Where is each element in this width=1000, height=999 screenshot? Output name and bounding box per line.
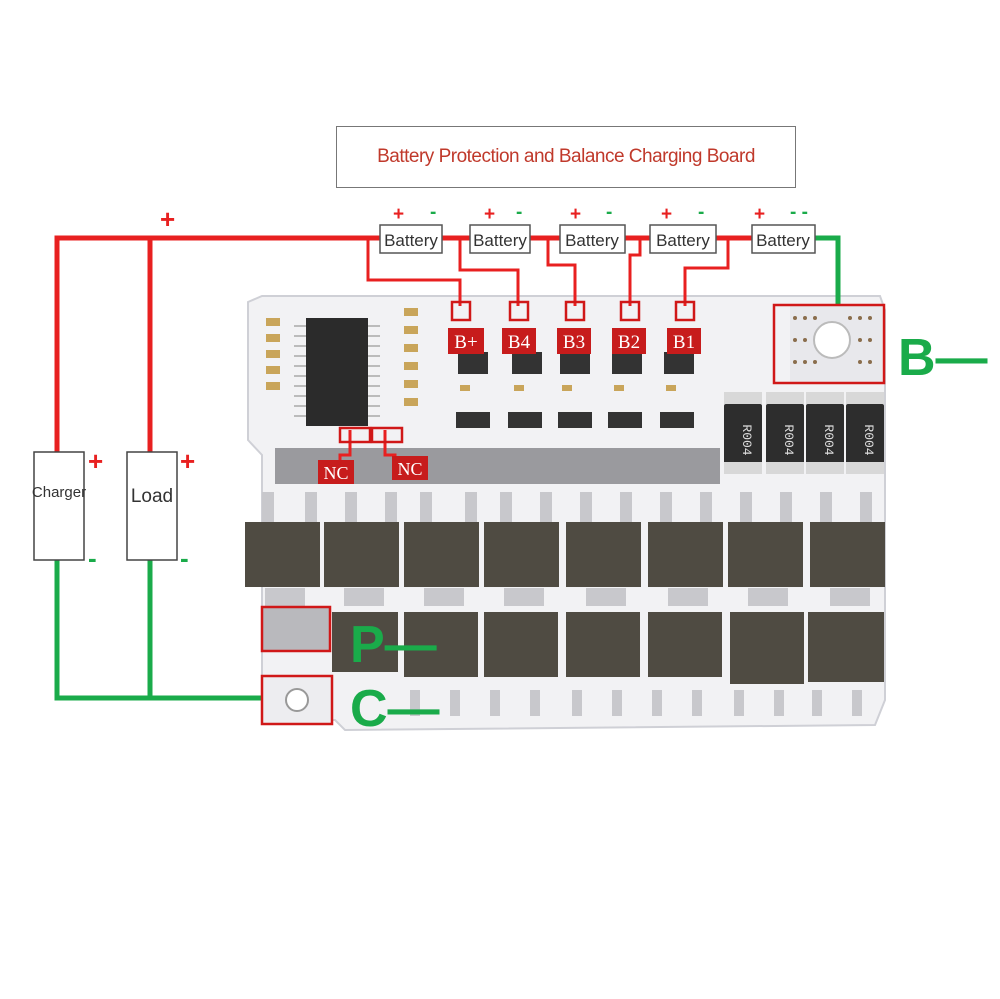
battery-chain: Battery Battery Battery Battery Battery … (379, 202, 816, 254)
nc-pad-1 (338, 426, 372, 444)
terminal-c-minus-label: C— (350, 680, 440, 738)
battery-3-plus: + (570, 204, 581, 225)
battery-1-plus: + (393, 204, 404, 225)
battery-cell-2 (469, 224, 531, 254)
pad-b-plus (450, 300, 472, 322)
pad-label-b-plus: B+ (454, 332, 477, 353)
battery-cell-4 (649, 224, 717, 254)
c-minus-mount-hole (285, 688, 309, 712)
battery-label-1: Battery (384, 231, 438, 250)
main-plus: + (160, 204, 175, 234)
nc-label-2: NC (397, 459, 422, 479)
battery-cell-5 (751, 224, 816, 254)
diagram-title-text: Battery Protection and Balance Charging … (377, 146, 755, 167)
nc-label-1: NC (323, 463, 348, 483)
battery-3-minus: - (606, 202, 612, 223)
nc-pad-2 (370, 426, 404, 444)
positive-wiring (54, 235, 752, 452)
battery-cell-3 (559, 224, 626, 254)
pcb-board: R004 R004 R004 R004 (245, 295, 886, 732)
load-box (126, 451, 178, 561)
pad-label-b3: B3 (563, 332, 585, 353)
charger-plus: + (88, 446, 103, 476)
battery-1-minus: - (430, 202, 436, 223)
battery-label-4: Battery (656, 231, 710, 250)
negative-wiring (54, 235, 841, 701)
pad-b1 (674, 300, 696, 322)
battery-4-plus: + (661, 204, 672, 225)
battery-label-3: Battery (565, 231, 619, 250)
charger-label: Charger (32, 484, 86, 501)
battery-5-plus: + (754, 204, 765, 225)
mosfet-row-bottom (332, 612, 884, 684)
load-plus: + (180, 446, 195, 476)
load-label: Load (131, 486, 173, 507)
resistor-label-1: R004 (739, 424, 754, 455)
p-minus-pad-area (262, 607, 330, 651)
pad-label-b4: B4 (508, 332, 531, 353)
battery-2-plus: + (484, 204, 495, 225)
battery-label-5: Battery (756, 231, 810, 250)
battery-2-minus: - (516, 202, 522, 223)
battery-label-2: Battery (473, 231, 527, 250)
pad-label-b1: B1 (673, 332, 695, 353)
resistor-label-3: R004 (821, 424, 836, 455)
b-minus-pad (772, 303, 886, 385)
battery-cell-1 (379, 224, 443, 254)
charger-minus: - (88, 543, 97, 573)
pad-label-b2: B2 (618, 332, 640, 353)
pad-b3 (564, 300, 586, 322)
pad-b4 (508, 300, 530, 322)
resistor-label-2: R004 (781, 424, 796, 455)
load-minus: - (180, 543, 189, 573)
battery-5-minus: - - (790, 202, 808, 223)
shunt-resistors: R004 R004 R004 R004 (724, 392, 884, 474)
diagram-title: Battery Protection and Balance Charging … (336, 126, 796, 188)
terminal-b-minus-label: B— (898, 329, 988, 387)
terminal-p-minus-label: P— (350, 616, 437, 674)
protection-ic (306, 318, 368, 426)
b-minus-mount-hole (813, 321, 851, 359)
battery-4-minus: - (698, 202, 704, 223)
mosfet-row-top (245, 522, 885, 587)
pad-b2 (619, 300, 641, 322)
charger-box (33, 451, 85, 561)
c-minus-pad (260, 674, 334, 726)
p-minus-pad (260, 605, 332, 653)
resistor-label-4: R004 (861, 424, 876, 455)
